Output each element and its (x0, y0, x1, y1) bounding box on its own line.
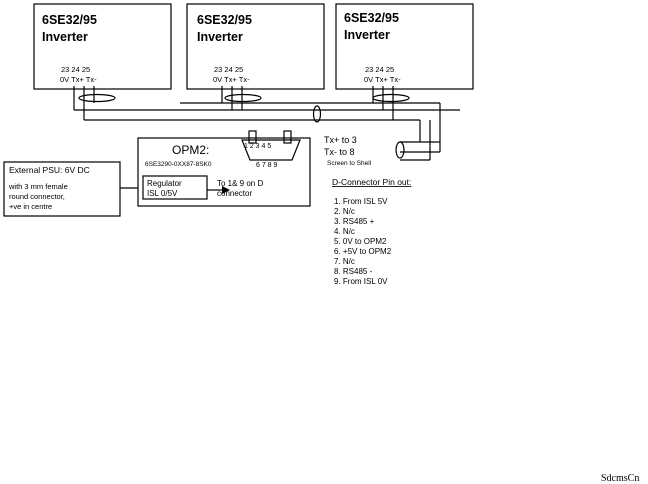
psu-box (3, 161, 121, 217)
regulator-line1: Regulator (147, 179, 182, 188)
cable-clamp-1 (78, 93, 116, 103)
pinout-item: 8. RS485 - (334, 267, 373, 276)
inverter-3-pin-numbers: 23 24 25 (365, 65, 394, 74)
inverter-1-model: 6SE32/95 (42, 13, 97, 27)
pinout-item: 4. N/c (334, 227, 355, 236)
inverter-3-type: Inverter (344, 28, 390, 42)
regulator-arrow-head (222, 186, 230, 194)
d-connector-bottom-pins: 6 7 8 9 (256, 162, 278, 169)
watermark: SdcmsCn (601, 473, 639, 484)
pinout-item: 6. +5V to OPM2 (334, 247, 392, 256)
inverter-2: 6SE32/95 Inverter 23 24 25 0V Tx+ Tx- (186, 3, 325, 90)
inverter-3-pin-labels: 0V Tx+ Tx- (364, 75, 401, 84)
to-connector-line1: To 1& 9 on D (217, 179, 263, 188)
bus-cable (73, 86, 460, 161)
pinout-item: 7. N/c (334, 257, 355, 266)
d-connector-lead-left (248, 130, 257, 144)
inverter-2-model: 6SE32/95 (197, 13, 252, 27)
opm2-title: OPM2: (172, 143, 209, 157)
label-tx-minus: Tx- to 8 (324, 147, 355, 157)
inverter-1-box (33, 3, 172, 90)
cable-clamp-right (395, 141, 405, 159)
pinout-item: 1. From ISL 5V (334, 197, 388, 206)
inverter-3: 6SE32/95 Inverter 23 24 25 0V Tx+ Tx- (335, 3, 474, 90)
psu-line2: with 3 mm female (8, 182, 68, 191)
inverter-1-type: Inverter (42, 30, 88, 44)
pinout-title: D-Connector Pin out: (332, 177, 411, 187)
regulator-line2: ISL 0/5V (147, 189, 178, 198)
inverter-2-pin-labels: 0V Tx+ Tx- (213, 75, 250, 84)
cable-clamp-3 (372, 93, 410, 103)
opm2-box (137, 137, 311, 207)
pinout-item: 5. 0V to OPM2 (334, 237, 387, 246)
external-psu: External PSU: 6V DC with 3 mm female rou… (3, 161, 138, 217)
inverter-1-pin-labels: 0V Tx+ Tx- (60, 75, 97, 84)
regulator-box (142, 175, 208, 200)
cable-clamp-2 (224, 93, 262, 103)
inverter-1-pin-numbers: 23 24 25 (61, 65, 90, 74)
pinout-item: 3. RS485 + (334, 217, 375, 226)
psu-line3: round connector, (9, 192, 65, 201)
pinout-item: 2. N/c (334, 207, 355, 216)
inverter-3-box (335, 3, 474, 90)
label-tx-plus: Tx+ to 3 (324, 135, 357, 145)
inverter-3-model: 6SE32/95 (344, 11, 399, 25)
to-connector-line2: connector (217, 189, 252, 198)
pinout-list: D-Connector Pin out: 1. From ISL 5V 2. N… (332, 177, 411, 286)
psu-line1: External PSU: 6V DC (9, 165, 90, 175)
d-connector-lead-right (283, 130, 292, 144)
label-screen: Screen to Shell (327, 160, 372, 167)
cable-clamp-mid (312, 105, 322, 123)
d-connector-top-pins: 1 2 3 4 5 (244, 143, 271, 150)
pinout-item: 9. From ISL 0V (334, 277, 388, 286)
psu-line4: +ve in centre (9, 202, 52, 211)
opm2-unit: OPM2: 6SE3290-0XX87-8SK0 1 2 3 4 5 6 7 8… (137, 130, 311, 207)
inverter-1: 6SE32/95 Inverter 23 24 25 0V Tx+ Tx- (33, 3, 172, 90)
inverter-2-pin-numbers: 23 24 25 (214, 65, 243, 74)
inverter-2-box (186, 3, 325, 90)
inverter-2-type: Inverter (197, 30, 243, 44)
opm2-part-number: 6SE3290-0XX87-8SK0 (145, 161, 212, 168)
d-connector: 1 2 3 4 5 6 7 8 9 (241, 130, 301, 169)
